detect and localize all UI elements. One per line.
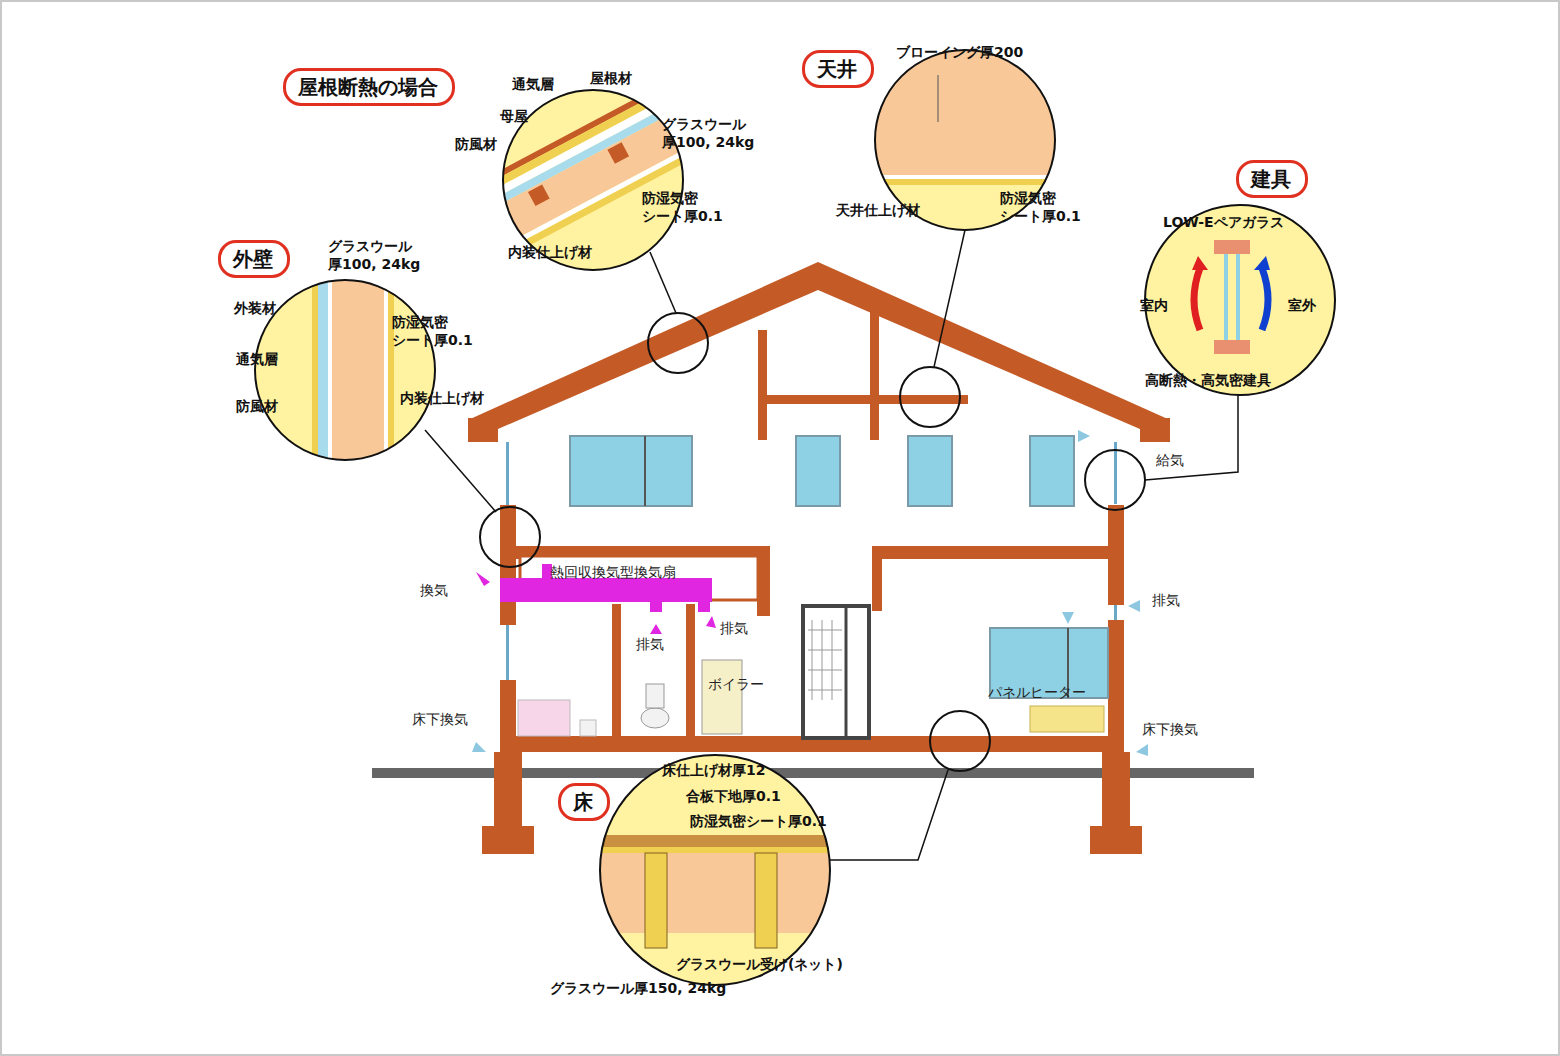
- house-label: 排気: [1152, 592, 1180, 610]
- part-label: 防湿気密 シート厚0.1: [642, 190, 747, 225]
- heading-text: 屋根断熱の場合: [298, 74, 440, 100]
- heading-text: 外壁: [233, 246, 275, 272]
- part-label: 天井仕上げ材: [836, 202, 920, 220]
- house-label: 床下換気: [412, 711, 468, 729]
- house-label: 床下換気: [1142, 721, 1198, 739]
- part-label: 床仕上げ材厚12: [662, 762, 765, 780]
- part-label: 防湿気密 シート厚0.1: [392, 314, 497, 349]
- part-label: 室内: [1140, 297, 1168, 315]
- part-label: 屋根材: [590, 70, 632, 88]
- house-label: 給気: [1156, 452, 1184, 470]
- part-label: 防風材: [455, 136, 497, 154]
- house-label: パネルヒーター: [988, 684, 1086, 702]
- part-label: 高断熱・高気密建具: [1145, 372, 1271, 390]
- part-label: 外装材: [234, 300, 276, 318]
- house-label: 換気: [420, 582, 448, 600]
- heading-text: 床: [573, 789, 595, 815]
- part-label: グラスウール 厚100, 24kg: [328, 238, 433, 273]
- part-label: グラスウール厚150, 24kg: [550, 980, 726, 998]
- part-label: 防湿気密 シート厚0.1: [1000, 190, 1110, 225]
- part-label: 母屋: [500, 108, 528, 126]
- callout-heading: 床: [558, 783, 610, 821]
- house-label: 排気: [720, 620, 748, 638]
- part-label: 内装仕上げ材: [400, 390, 484, 408]
- part-label: LOW-Eペアガラス: [1163, 214, 1284, 232]
- heading-text: 天井: [817, 56, 859, 82]
- part-label: 室外: [1288, 297, 1316, 315]
- part-label: 合板下地厚0.1: [686, 788, 781, 806]
- house-label: 熱回収換気型換気扇: [550, 564, 676, 582]
- part-label: 通気層: [512, 76, 554, 94]
- callout-heading: 建具: [1236, 160, 1308, 198]
- callout-heading: 天井: [802, 50, 874, 88]
- house-label: ボイラー: [708, 676, 764, 694]
- callout-heading: 屋根断熱の場合: [283, 68, 455, 106]
- part-label: グラスウール受け(ネット): [676, 956, 843, 974]
- part-label: 防風材: [236, 398, 278, 416]
- part-label: ブローイング厚200: [896, 44, 1023, 62]
- callout-heading: 外壁: [218, 240, 290, 278]
- house-label: 排気: [636, 636, 664, 654]
- part-label: グラスウール 厚100, 24kg: [662, 116, 767, 151]
- heading-text: 建具: [1251, 166, 1293, 192]
- part-label: 通気層: [236, 351, 278, 369]
- part-label: 防湿気密シート厚0.1: [690, 813, 827, 831]
- part-label: 内装仕上げ材: [508, 244, 592, 262]
